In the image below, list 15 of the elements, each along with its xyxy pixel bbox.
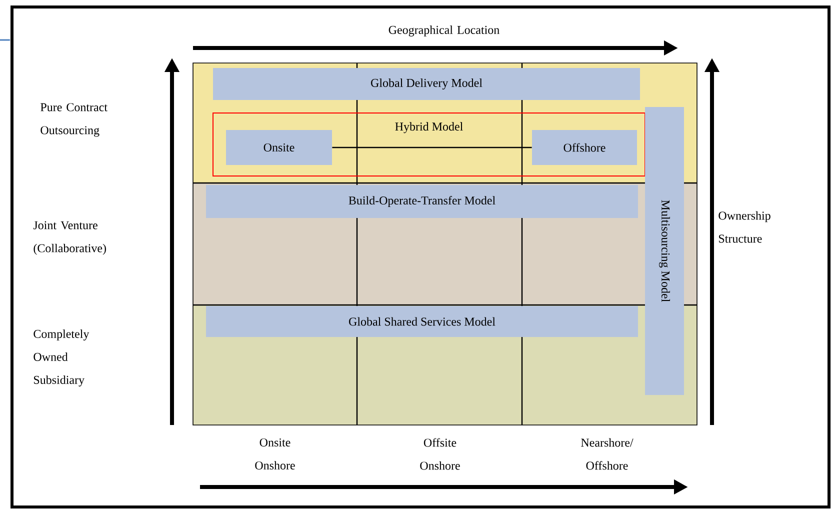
axis-label: Completely Owned Subsidiary (34, 330, 90, 386)
axis-label: Joint Venture (Collaborative) (33, 221, 106, 255)
connector-line (332, 146, 532, 148)
axis-label: Offsite Onshore (420, 438, 460, 470)
axis-label: Nearshore/ Offshore (581, 438, 634, 470)
model-box: Offshore (532, 130, 637, 165)
axis-label: Pure Contract Outsourcing (40, 103, 108, 137)
model-box: Onsite (226, 130, 332, 165)
model-bar: Global Delivery Model (213, 68, 640, 100)
model-bar: Global Shared Services Model (206, 306, 638, 337)
axis-title: Geographical Location (388, 26, 500, 36)
model-bar: Multisourcing Model (645, 106, 684, 395)
model-bar: Build-Operate-Transfer Model (206, 185, 638, 218)
axis-label: Onsite Onshore (255, 438, 295, 470)
axis-title: Ownership Structure (718, 211, 770, 243)
